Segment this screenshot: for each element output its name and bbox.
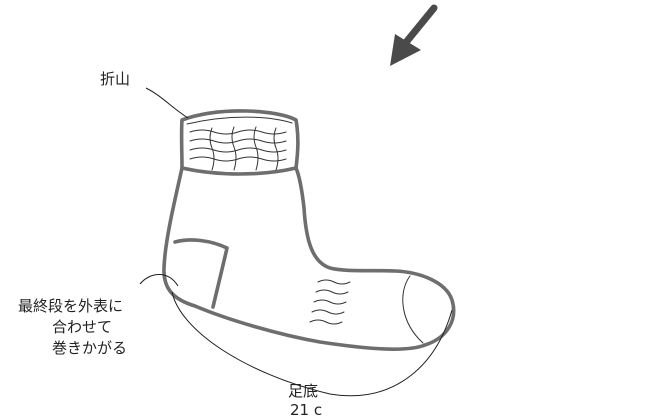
cuff-note-line-2: 合わせて bbox=[52, 318, 112, 336]
fold-label: 折山 bbox=[100, 70, 130, 88]
cuff-note-leader-line bbox=[139, 274, 179, 287]
sole-leader-line bbox=[171, 291, 453, 397]
sock-outline bbox=[162, 166, 456, 351]
cuff-note-line-1: 最終段を外表に bbox=[18, 297, 123, 315]
fold-leader-line bbox=[145, 87, 189, 119]
arrow-down-left-icon bbox=[390, 4, 438, 66]
instep-pattern bbox=[309, 279, 351, 325]
sole-measure: 21 c bbox=[290, 401, 322, 419]
cuff-knit-pattern bbox=[189, 126, 287, 171]
cuff-note-line-3: 巻きかがる bbox=[52, 339, 127, 357]
sole-title: 足底 bbox=[288, 382, 318, 400]
sock-cuff bbox=[179, 109, 300, 176]
